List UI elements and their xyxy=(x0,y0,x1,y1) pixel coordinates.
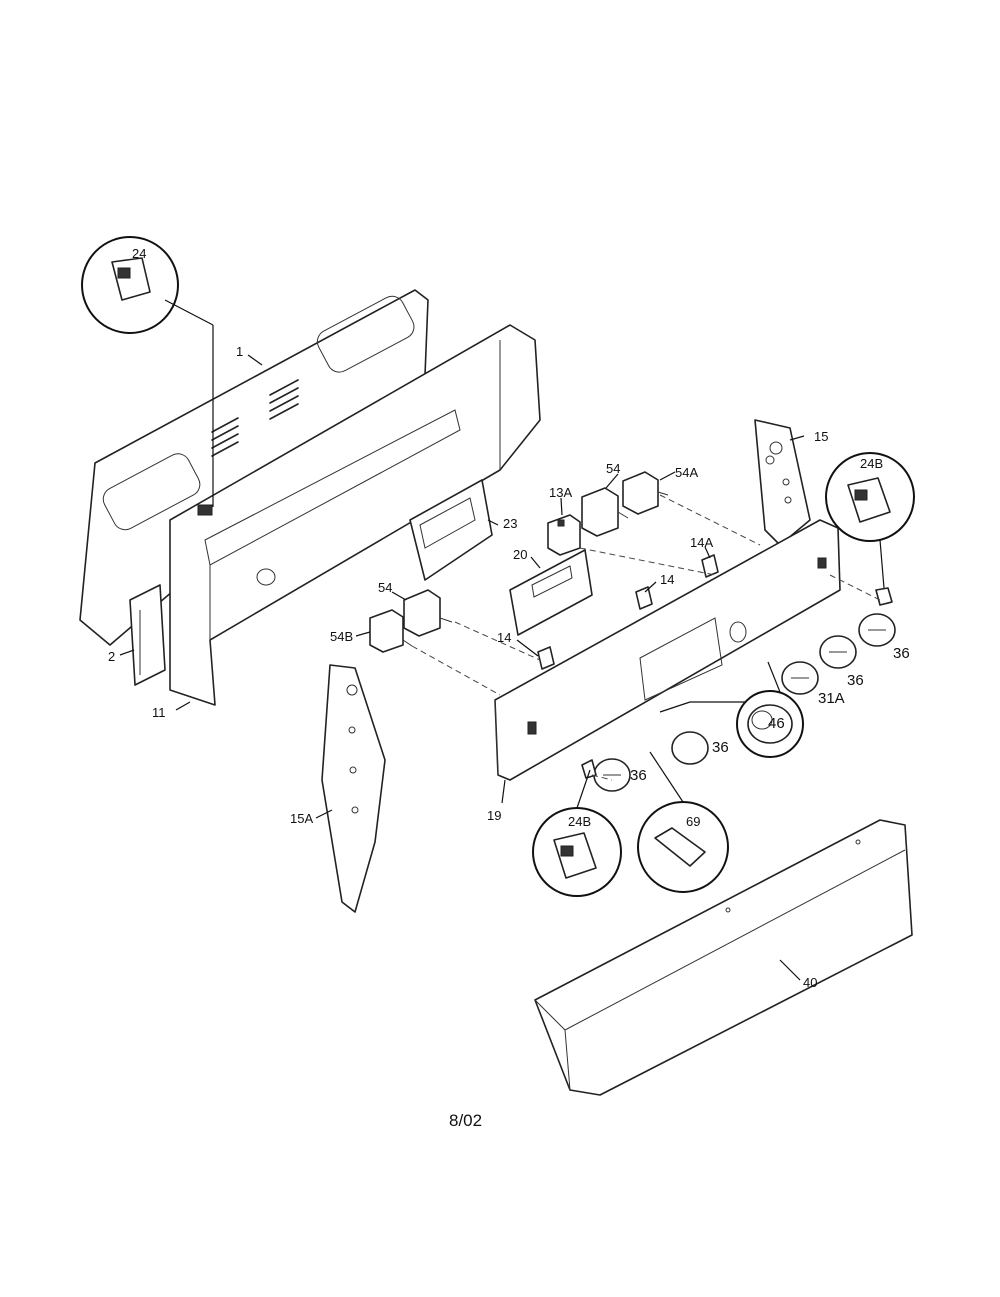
side-bracket-part-2 xyxy=(129,584,166,686)
label-54A: 54A xyxy=(675,465,698,480)
knob-part-36-center xyxy=(671,731,709,765)
small-knob-part-24B xyxy=(875,587,893,606)
knob-part-36-mid xyxy=(819,635,857,669)
right-bracket-part-15 xyxy=(754,419,811,546)
label-23: 23 xyxy=(503,516,517,531)
callout-24 xyxy=(81,236,214,507)
switch-part-54-left xyxy=(403,589,453,637)
label-leaders xyxy=(119,354,805,981)
label-14A: 14A xyxy=(690,535,713,550)
label-1: 1 xyxy=(236,344,243,359)
label-54-left: 54 xyxy=(378,580,392,595)
label-2: 2 xyxy=(108,649,115,664)
label-36-right: 36 xyxy=(893,645,910,662)
assembly-lines xyxy=(411,494,881,781)
label-24B-bottom: 24B xyxy=(568,814,591,829)
label-13A: 13A xyxy=(549,485,572,500)
label-14-lower: 14 xyxy=(497,630,511,645)
control-panel-part-19 xyxy=(494,519,841,781)
callout-24B-bottom xyxy=(532,769,622,897)
switch-part-54B xyxy=(369,609,413,653)
front-trim-part-40 xyxy=(534,819,913,1096)
knob-part-31A xyxy=(781,661,819,695)
switch-part-54-top xyxy=(581,487,629,537)
label-31A: 31A xyxy=(818,690,845,707)
label-46: 46 xyxy=(768,715,785,732)
date-code: 8/02 xyxy=(449,1111,482,1130)
label-11: 11 xyxy=(152,705,166,720)
label-19: 19 xyxy=(487,808,501,823)
rear-panel-part-1 xyxy=(79,289,429,646)
callout-46 xyxy=(659,661,804,758)
callout-24B-top xyxy=(825,452,915,589)
label-69: 69 xyxy=(686,814,700,829)
knob-part-36-left xyxy=(593,758,631,792)
clock-control-part-20 xyxy=(509,549,593,636)
callout-69 xyxy=(637,751,729,893)
switch-part-14-lower xyxy=(537,646,555,670)
label-15: 15 xyxy=(814,429,828,444)
label-14-upper: 14 xyxy=(660,572,674,587)
label-36-mid: 36 xyxy=(847,672,864,689)
control-bracket-part-23 xyxy=(409,479,493,581)
vent-slots xyxy=(211,379,299,457)
label-40: 40 xyxy=(803,975,817,990)
label-15A: 15A xyxy=(290,811,313,826)
label-24: 24 xyxy=(132,246,146,261)
switch-part-13A xyxy=(547,514,581,556)
small-switch-24B-panel xyxy=(581,759,597,779)
label-36-left: 36 xyxy=(630,767,647,784)
part-labels: 1 2 11 13A 14 14 14A 15 15A 19 20 23 24 … xyxy=(108,246,910,990)
label-54-top: 54 xyxy=(606,461,620,476)
label-36-center: 36 xyxy=(712,739,729,756)
left-bracket-part-15A xyxy=(321,664,386,913)
backguard-housing-part-11 xyxy=(169,324,541,706)
knob-part-36-right xyxy=(858,613,896,647)
switch-part-14-upper xyxy=(635,586,653,610)
label-20: 20 xyxy=(513,547,527,562)
switch-part-54A xyxy=(622,471,669,515)
label-54B: 54B xyxy=(330,629,353,644)
label-24B-top: 24B xyxy=(860,456,883,471)
